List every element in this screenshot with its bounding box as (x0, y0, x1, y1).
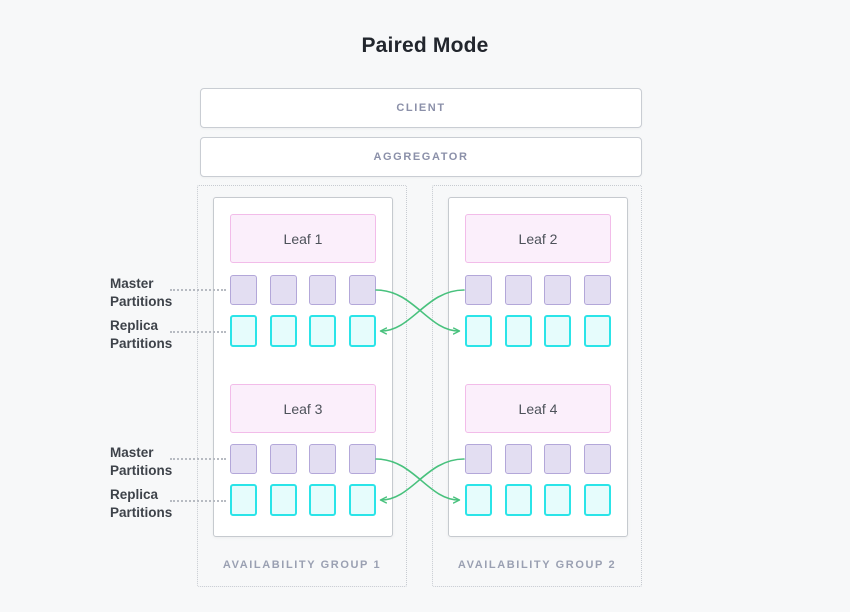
leaf-node-container-1: Leaf 1 Leaf 3 (213, 197, 393, 537)
leader-line-replica-top (170, 331, 226, 333)
leaf-4-header: Leaf 4 (465, 384, 611, 433)
master-partition-square (269, 444, 297, 474)
master-partition-square (309, 275, 337, 305)
master-partitions-label-top: Master Partitions (110, 276, 173, 309)
leaf-1-replica-partitions-row (230, 315, 376, 347)
aggregator-label: AGGREGATOR (373, 151, 469, 163)
master-partition-square (544, 275, 572, 305)
master-partitions-label-bottom: Master Partitions (110, 445, 173, 478)
replica-partition-square (544, 484, 572, 516)
replica-partition-square (269, 315, 297, 347)
leaf-3-label: Leaf 3 (283, 400, 323, 417)
replica-partitions-label-top: Replica Partitions (110, 318, 173, 351)
availability-group-2: Leaf 2 Leaf 4 AVAILABI (432, 185, 642, 587)
replica-partition-square (348, 315, 376, 347)
master-partition-square (348, 275, 376, 305)
replica-partition-square (309, 484, 337, 516)
replica-partition-square (230, 315, 257, 347)
replica-partition-square (230, 484, 257, 516)
availability-group-1-label: AVAILABILITY GROUP 1 (222, 559, 382, 571)
diagram-title: Paired Mode (361, 34, 489, 57)
aggregator-box: AGGREGATOR (200, 137, 642, 177)
replica-partition-square (544, 315, 572, 347)
leaf-3-replica-partitions-row (230, 484, 376, 516)
master-partition-square (465, 275, 492, 305)
replica-partition-square (583, 484, 611, 516)
master-partition-square (230, 444, 257, 474)
leaf-1-master-partitions-row (230, 275, 376, 305)
replica-partition-square (465, 315, 492, 347)
leaf-2-label: Leaf 2 (518, 230, 558, 247)
replica-partition-square (504, 315, 532, 347)
leaf-2-master-partitions-row (465, 275, 611, 305)
availability-group-2-label: AVAILABILITY GROUP 2 (457, 559, 617, 571)
leaf-4-replica-partitions-row (465, 484, 611, 516)
replica-partition-square (269, 484, 297, 516)
master-partition-square (583, 275, 611, 305)
leaf-2-header: Leaf 2 (465, 214, 611, 263)
client-label: CLIENT (396, 102, 446, 114)
leader-line-replica-bottom (170, 500, 226, 502)
master-partition-square (583, 444, 611, 474)
availability-group-1: Leaf 1 Leaf 3 AVAILABI (197, 185, 407, 587)
leaf-node-container-2: Leaf 2 Leaf 4 (448, 197, 628, 537)
replica-partition-square (504, 484, 532, 516)
master-partition-square (269, 275, 297, 305)
master-partition-square (504, 444, 532, 474)
master-partition-square (309, 444, 337, 474)
leaf-3-header: Leaf 3 (230, 384, 376, 433)
leaf-4-master-partitions-row (465, 444, 611, 474)
leaf-1-label: Leaf 1 (283, 230, 323, 247)
master-partition-square (465, 444, 492, 474)
master-partition-square (348, 444, 376, 474)
leaf-3-master-partitions-row (230, 444, 376, 474)
leaf-1-header: Leaf 1 (230, 214, 376, 263)
master-partition-square (504, 275, 532, 305)
master-partition-square (544, 444, 572, 474)
leader-line-master-bottom (170, 458, 226, 460)
leaf-4-label: Leaf 4 (518, 400, 558, 417)
client-box: CLIENT (200, 88, 642, 128)
replica-partition-square (465, 484, 492, 516)
leaf-2-replica-partitions-row (465, 315, 611, 347)
replica-partitions-label-bottom: Replica Partitions (110, 487, 173, 520)
master-partition-square (230, 275, 257, 305)
replica-partition-square (309, 315, 337, 347)
replica-partition-square (348, 484, 376, 516)
replica-partition-square (583, 315, 611, 347)
leader-line-master-top (170, 289, 226, 291)
